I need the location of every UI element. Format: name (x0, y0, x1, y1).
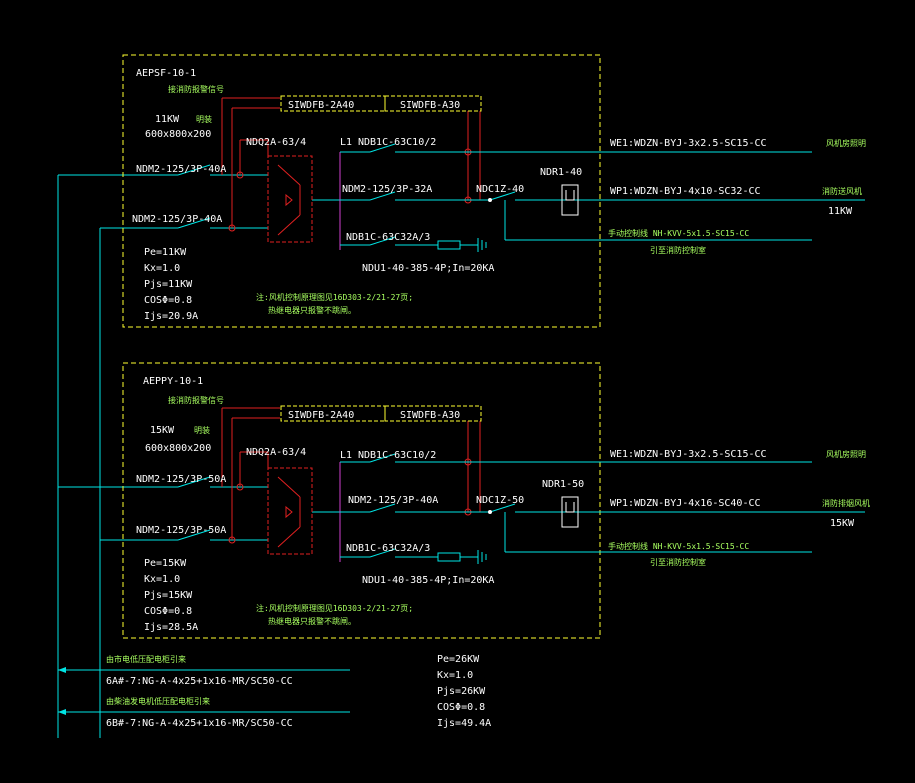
cos-value: COSΦ=0.8 (144, 295, 192, 306)
l1-label: L1 (340, 137, 352, 148)
panel-border (122, 54, 601, 328)
main-breaker-1: NDM2-125/3P-50A (136, 474, 226, 485)
panel-size: 600x800x200 (145, 129, 211, 140)
total-kx: Kx=1.0 (437, 670, 473, 681)
out2-power: 11KW (828, 206, 853, 217)
out3-destination: 引至消防控制室 (650, 245, 706, 255)
branch3-breaker: NDB1C-63C32A/3 (346, 543, 430, 554)
siwdfb2-label: SIWDFB-A30 (400, 100, 460, 111)
siwdfb1-label: SIWDFB-2A40 (288, 100, 354, 111)
out1-cable: WE1:WDZN-BYJ-3x2.5-SC15-CC (610, 138, 767, 149)
pjs-value: Pjs=15KW (144, 590, 193, 601)
l1-label: L1 (340, 450, 352, 461)
panel-size: 600x800x200 (145, 443, 211, 454)
pjs-value: Pjs=11KW (144, 279, 193, 290)
contactor-label: NDC1Z-50 (476, 495, 524, 506)
branch1-breaker: NDB1C-63C10/2 (358, 137, 436, 148)
feeder2-cable: 6B#-7:NG-A-4x25+1x16-MR/SC50-CC (106, 718, 293, 729)
out3-cable: 手动控制线 NH-KVV-5x1.5-SC15-CC (608, 541, 749, 551)
arrow-icon (58, 709, 66, 715)
siwdfb1-label: SIWDFB-2A40 (288, 410, 354, 421)
kx-value: Kx=1.0 (144, 263, 180, 274)
siwdfb2-label: SIWDFB-A30 (400, 410, 460, 421)
panel-aepsf (122, 54, 865, 328)
panel-aeppy-labels: AEPPY-10-1 接消防报警信号 SIWDFB-2A40 SIWDFB-A3… (136, 376, 870, 633)
feeder-lines (57, 174, 350, 738)
ijs-value: Ijs=28.5A (144, 622, 198, 633)
thermal-relay-icon (561, 184, 579, 216)
feeder2-label: 由柴油发电机低压配电柜引来 (106, 696, 210, 706)
feeder1-cable: 6A#-7:NG-A-4x25+1x16-MR/SC50-CC (106, 676, 293, 687)
panel-power: 11KW (155, 114, 180, 125)
pe-value: Pe=11KW (144, 247, 187, 258)
arrow-icon (58, 667, 66, 673)
note-line-2: 热继电器只报警不跳闸。 (268, 616, 356, 626)
spd-label: NDU1-40-385-4P;In=20KA (362, 575, 494, 586)
panel-aeppy (122, 362, 865, 639)
totals: Pe=26KW Kx=1.0 Pjs=26KW COSΦ=0.8 Ijs=49.… (437, 654, 491, 729)
total-pjs: Pjs=26KW (437, 686, 486, 697)
out1-cable: WE1:WDZN-BYJ-3x2.5-SC15-CC (610, 449, 767, 460)
feeder-labels: 由市电低压配电柜引来 6A#-7:NG-A-4x25+1x16-MR/SC50-… (106, 654, 293, 729)
ats-box (267, 155, 313, 243)
out2-cable: WP1:WDZN-BYJ-4x16-SC40-CC (610, 498, 761, 509)
out1-destination: 风机房照明 (826, 138, 866, 148)
branch3-breaker: NDB1C-63C32A/3 (346, 232, 430, 243)
panel-aepsf-labels: AEPSF-10-1 接消防报警信号 SIWDFB-2A40 SIWDFB-A3… (132, 68, 866, 322)
out3-cable: 手动控制线 NH-KVV-5x1.5-SC15-CC (608, 228, 749, 238)
cos-value: COSΦ=0.8 (144, 606, 192, 617)
main-breaker-2: NDM2-125/3P-40A (132, 214, 222, 225)
relay-label: NDR1-50 (542, 479, 584, 490)
out2-cable: WP1:WDZN-BYJ-4x10-SC32-CC (610, 186, 761, 197)
total-ijs: Ijs=49.4A (437, 718, 491, 729)
main-breaker-2: NDM2-125/3P-50A (136, 525, 226, 536)
total-pe: Pe=26KW (437, 654, 480, 665)
panel-name: AEPSF-10-1 (136, 68, 196, 79)
out2-power: 15KW (830, 518, 855, 529)
panel-power: 15KW (150, 425, 175, 436)
relay-label: NDR1-40 (540, 167, 582, 178)
main-breaker-1: NDM2-125/3P-40A (136, 164, 226, 175)
out3-destination: 引至消防控制室 (650, 557, 706, 567)
branch2-breaker: NDM2-125/3P-32A (342, 184, 432, 195)
out1-destination: 风机房照明 (826, 449, 866, 459)
kx-value: Kx=1.0 (144, 574, 180, 585)
ats-label: NDQ2A-63/4 (246, 447, 306, 458)
out2-destination: 消防排烟风机 (822, 498, 870, 508)
branch2-breaker: NDM2-125/3P-40A (348, 495, 438, 506)
feeder1-label: 由市电低压配电柜引来 (106, 654, 186, 664)
panel-name: AEPPY-10-1 (143, 376, 203, 387)
out2-destination: 消防送风机 (822, 186, 862, 196)
note-line-2: 热继电器只报警不跳闸。 (268, 305, 356, 315)
note-line-1: 注:风机控制原理图见16D303-2/21-27页; (256, 603, 413, 613)
pe-value: Pe=15KW (144, 558, 187, 569)
contactor-label: NDC1Z-40 (476, 184, 524, 195)
thermal-relay-icon (561, 496, 579, 528)
cabinet-mount: 明装 (194, 425, 210, 435)
fire-signal-label: 接消防报警信号 (168, 84, 224, 94)
branch1-breaker: NDB1C-63C10/2 (358, 450, 436, 461)
ats-box (267, 467, 313, 555)
fire-signal-label: 接消防报警信号 (168, 395, 224, 405)
ijs-value: Ijs=20.9A (144, 311, 198, 322)
total-cos: COSΦ=0.8 (437, 702, 485, 713)
cabinet-mount: 明装 (196, 114, 212, 124)
note-line-1: 注:风机控制原理图见16D303-2/21-27页; (256, 292, 413, 302)
spd-label: NDU1-40-385-4P;In=20KA (362, 263, 494, 274)
ats-label: NDQ2A-63/4 (246, 137, 306, 148)
